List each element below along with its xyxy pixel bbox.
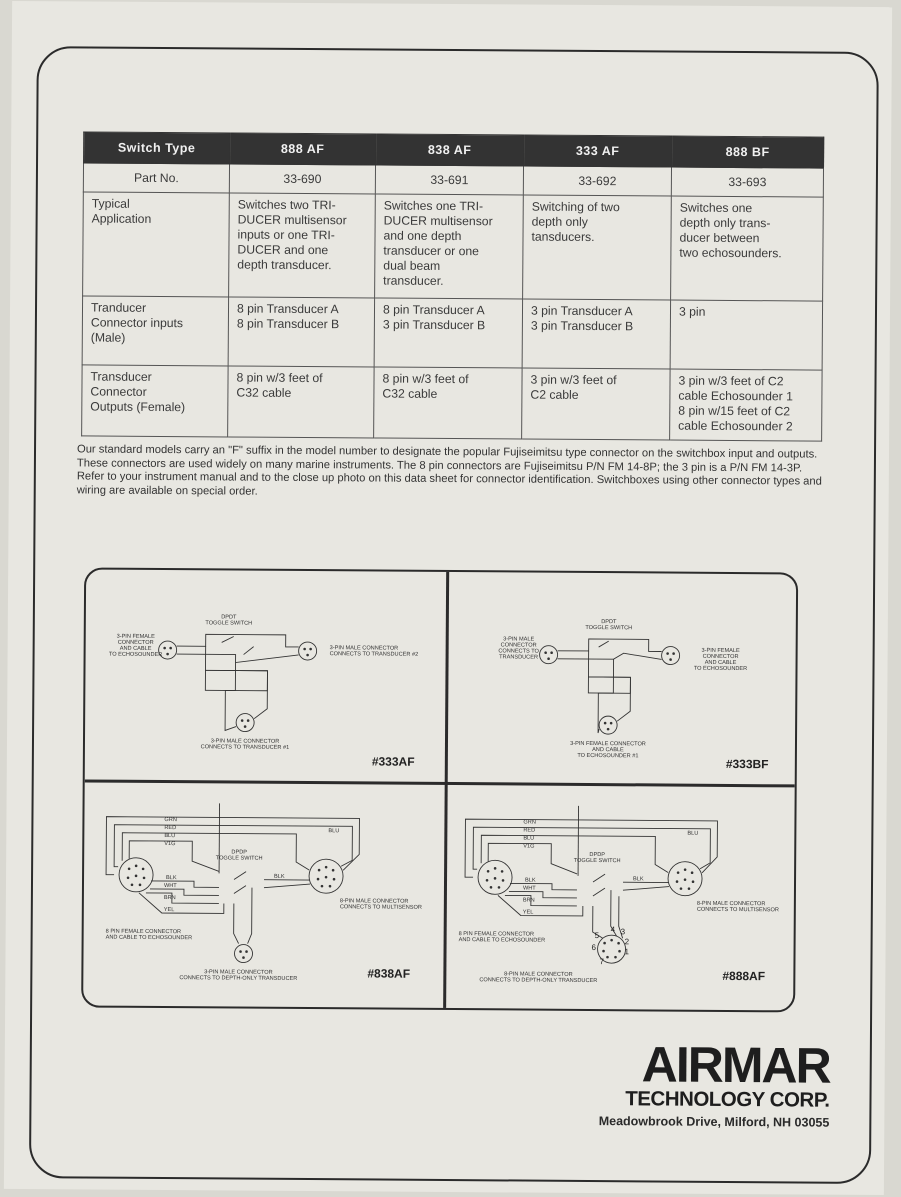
model-tag: #333AF <box>372 754 415 768</box>
switch-spec-table: Switch Type 888 AF 838 AF 333 AF 888 BF … <box>81 131 824 442</box>
connector-note: Our standard models carry an "F" suffix … <box>76 443 822 498</box>
row-label: Part No. <box>83 162 230 193</box>
wire-label: YEL <box>164 907 175 913</box>
column-header: Switch Type <box>83 131 230 164</box>
wire-label: GRN <box>164 817 176 823</box>
table-cell: 33-693 <box>671 167 824 198</box>
wire-label: BRN <box>523 898 535 904</box>
company-address: Meadowbrook Drive, Milford, NH 03055 <box>598 1114 830 1130</box>
model-tag: #888AF <box>722 969 765 983</box>
column-header: 888 BF <box>671 136 824 169</box>
data-sheet: Switch Type 888 AF 838 AF 333 AF 888 BF … <box>3 0 893 1196</box>
logo-wordmark: AIRMAR <box>641 1036 830 1094</box>
pin-number: 3 <box>621 927 626 936</box>
wire-label: BRN <box>164 895 176 901</box>
wire-label: WHT <box>523 886 536 892</box>
pin-number: 2 <box>625 937 630 946</box>
wire-label: RED <box>523 828 535 834</box>
table-header-row: Switch Type 888 AF 838 AF 333 AF 888 BF <box>83 131 824 169</box>
wire-label: BLU <box>328 828 339 834</box>
column-header: 838 AF <box>375 133 524 167</box>
wire-label: BLK <box>274 874 285 880</box>
wire-label: BLU <box>164 833 175 839</box>
wire-label: WHT <box>164 883 177 889</box>
table-cell: 33-691 <box>375 164 524 196</box>
wire-label: YEL <box>523 910 534 916</box>
pin-number: 4 <box>611 925 616 934</box>
wire-label: RED <box>164 825 176 831</box>
wire-label: BLU <box>687 831 698 837</box>
pin-number: 6 <box>592 943 597 952</box>
table-cell: 33-692 <box>523 166 672 197</box>
wire-label: V1G <box>164 841 175 847</box>
wire-label: BLK <box>525 878 536 884</box>
wire-label: BLU <box>523 836 534 842</box>
diagram-888af: GRN RED BLU V1G BLU BLK BLK WHT BRN YEL … <box>446 785 795 1010</box>
pin-number: 5 <box>595 931 600 940</box>
column-header: 888 AF <box>229 132 376 165</box>
wire-label: BLK <box>166 875 177 881</box>
wire-label: V1G <box>523 844 534 850</box>
column-header: 333 AF <box>523 135 672 168</box>
wire-label: GRN <box>523 820 535 826</box>
table-cell: 3 pin <box>670 300 823 371</box>
pin-number: 7 <box>599 957 604 966</box>
model-tag: #838AF <box>367 966 410 980</box>
diagram-838af-svg: GRN RED BLU V1G BLU BLK BLK WHT BRN YEL … <box>106 803 422 982</box>
airmar-logo: AIRMAR TECHNOLOGY CORP. Meadowbrook Driv… <box>549 1036 830 1130</box>
model-tag: #333BF <box>726 757 769 771</box>
wire-label: BLK <box>633 876 644 882</box>
pin-number: 1 <box>625 947 630 956</box>
diagram-888af-svg: GRN RED BLU V1G BLU BLK BLK WHT BRN YEL … <box>459 805 779 984</box>
logo-subtitle: TECHNOLOGY CORP. <box>625 1087 830 1112</box>
table-cell: 33-690 <box>229 163 376 194</box>
diagram-838af: GRN RED BLU V1G BLU BLK BLK WHT BRN YEL … <box>83 782 445 1008</box>
